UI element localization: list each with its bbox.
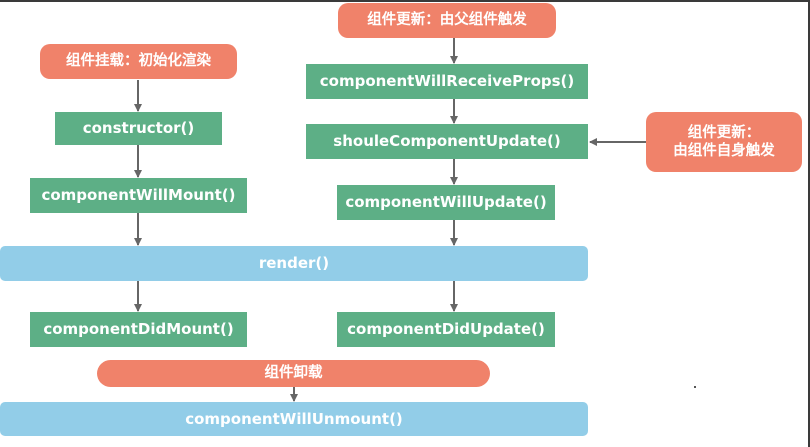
stray-dot bbox=[694, 386, 696, 388]
update-parent-trigger: 组件更新：由父组件触发 bbox=[338, 3, 556, 38]
component-will-mount-node: componentWillMount() bbox=[30, 178, 247, 213]
top-border bbox=[0, 0, 810, 2]
component-will-update-node: componentWillUpdate() bbox=[337, 185, 555, 220]
constructor-node: constructor() bbox=[55, 112, 222, 145]
update-self-trigger: 组件更新： 由组件自身触发 bbox=[646, 112, 802, 172]
component-will-receive-props-node: componentWillReceiveProps() bbox=[306, 64, 588, 99]
component-did-mount-node: componentDidMount() bbox=[30, 312, 247, 347]
mount-trigger: 组件挂载：初始化渲染 bbox=[40, 44, 237, 79]
should-component-update-node: shouleComponentUpdate() bbox=[306, 124, 588, 159]
component-did-update-node: componentDidUpdate() bbox=[337, 312, 555, 347]
update-self-trigger-line1: 组件更新： bbox=[687, 124, 761, 141]
update-self-trigger-line2: 由组件自身触发 bbox=[673, 143, 775, 159]
render-node: render() bbox=[0, 246, 588, 281]
unmount-trigger: 组件卸载 bbox=[97, 360, 490, 387]
component-will-unmount-node: componentWillUnmount() bbox=[0, 402, 588, 436]
right-border bbox=[808, 0, 810, 447]
